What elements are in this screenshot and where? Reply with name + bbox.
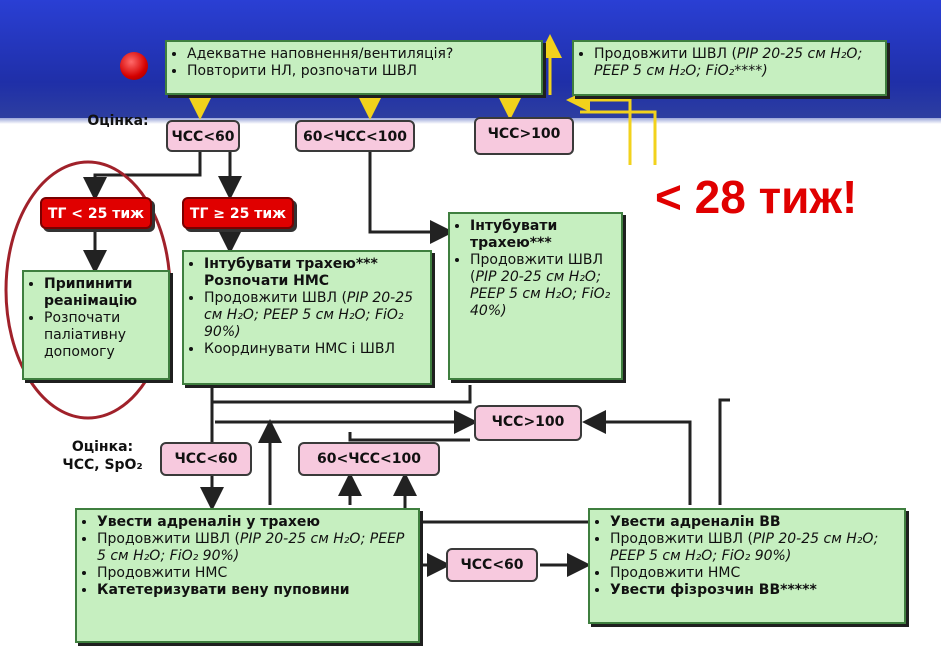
- arrow-return-2: [580, 110, 657, 165]
- trachea-item-2-prefix: Продовжити ШВЛ (: [97, 531, 240, 547]
- assessment-label-bottom: Оцінка: ЧСС, SpO₂: [62, 439, 143, 473]
- box-adequate-ventilation: Адекватне наповнення/вентиляція? Повтори…: [165, 40, 543, 95]
- intubate-item-2-prefix: Продовжити ШВЛ (: [470, 252, 603, 285]
- trachea-item-1: Увести адреналін у трахею: [97, 514, 412, 531]
- iv-item-1: Увести адреналін ВВ: [610, 514, 898, 531]
- arrow-return-1: [566, 88, 632, 165]
- nmc-item-1b: Розпочати НМС: [204, 273, 330, 289]
- top-item-2: Повторити НЛ, розпочати ШВЛ: [187, 63, 535, 80]
- highlight-ellipse: [4, 160, 172, 420]
- pill-hr-lt60-bottom: ЧСС<60: [160, 442, 252, 476]
- arrow-iv-to-hr-gt100: [582, 410, 692, 505]
- box-stop-resuscitation: Припинити реанімацію Розпочати паліативн…: [22, 270, 170, 380]
- iv-item-2-prefix: Продовжити ШВЛ (: [610, 531, 753, 547]
- intubate-item-1: Інтубувати трахею***: [470, 218, 615, 252]
- gestation-warning: < 28 тиж!: [655, 171, 858, 223]
- stop-item-1: Припинити реанімацію: [44, 276, 162, 310]
- iv-item-3: Продовжити НМС: [610, 565, 898, 582]
- box-adrenaline-trachea: Увести адреналін у трахею Продовжити ШВЛ…: [75, 508, 420, 643]
- box-intubate: Інтубувати трахею*** Продовжити ШВЛ (PIP…: [448, 212, 623, 380]
- nmc-item-2-params: PIP 20-25 см H₂O; PEEP 5 см H₂O; FiO₂ 90…: [204, 290, 414, 340]
- pill-hr-gt100-top: ЧСС>100: [474, 117, 574, 155]
- pill-hr-gt100-mid: ЧСС>100: [474, 405, 582, 441]
- arrow-link-1: [212, 385, 472, 404]
- arrow-to-intubate: [368, 152, 454, 244]
- pill-hr-lt60-top: ЧСС<60: [166, 120, 240, 152]
- trachea-item-2-params: PIP 20-25 см H₂O; PEEP 5 см H₂O; FiO₂ 90…: [97, 531, 405, 564]
- red-bullet-icon: [120, 52, 148, 80]
- top-item-1: Адекватне наповнення/вентиляція?: [187, 46, 535, 63]
- pill-hr-60-100-top: 60<ЧСС<100: [295, 120, 415, 152]
- nmc-item-3: Координувати НМС і ШВЛ: [204, 341, 424, 358]
- intubate-item-2-params: PIP 20-25 см H₂O; PEEP 5 см H₂O; FiO₂ 40…: [470, 269, 611, 319]
- box-adrenaline-iv: Увести адреналін ВВ Продовжити ШВЛ (PIP …: [588, 508, 906, 624]
- pill-hr-60-100-bottom: 60<ЧСС<100: [298, 442, 440, 476]
- nmc-item-2-prefix: Продовжити ШВЛ (: [204, 290, 347, 306]
- continue-vent-params: PIP 20-25 см H₂O; PEEP 5 см H₂O; FiO₂***…: [594, 46, 863, 79]
- iv-item-4: Увести фізрозчин ВВ*****: [610, 582, 898, 599]
- box-intubate-nmc: Інтубувати трахею***Розпочати НМС Продов…: [182, 250, 432, 385]
- arrow-iv-to-hr-60-100: [393, 472, 590, 524]
- iv-item-2-params: PIP 20-25 см H₂O; PEEP 5 см H₂O; FiO₂ 90…: [610, 531, 879, 564]
- pill-ga-ge25: ТГ ≥ 25 тиж: [182, 197, 294, 229]
- pill-ga-lt25: ТГ < 25 тиж: [40, 197, 152, 229]
- assessment-label-top: Оцінка:: [87, 113, 149, 129]
- trachea-item-3: Продовжити НМС: [97, 565, 412, 582]
- trachea-item-4: Катетеризувати вену пуповини: [97, 582, 412, 599]
- arrow-link-3: [718, 398, 730, 505]
- box-continue-ventilation: Продовжити ШВЛ (PIP 20-25 см H₂O; PEEP 5…: [572, 40, 887, 96]
- nmc-item-1: Інтубувати трахею***: [204, 256, 378, 272]
- pill-hr-lt60-middle: ЧСС<60: [446, 548, 538, 582]
- stop-item-2: Розпочати паліативну допомогу: [44, 310, 162, 361]
- arrow-to-ga-lt25: [83, 152, 202, 201]
- continue-vent-prefix: Продовжити ШВЛ (: [594, 46, 737, 62]
- arrow-link-2: [348, 432, 470, 442]
